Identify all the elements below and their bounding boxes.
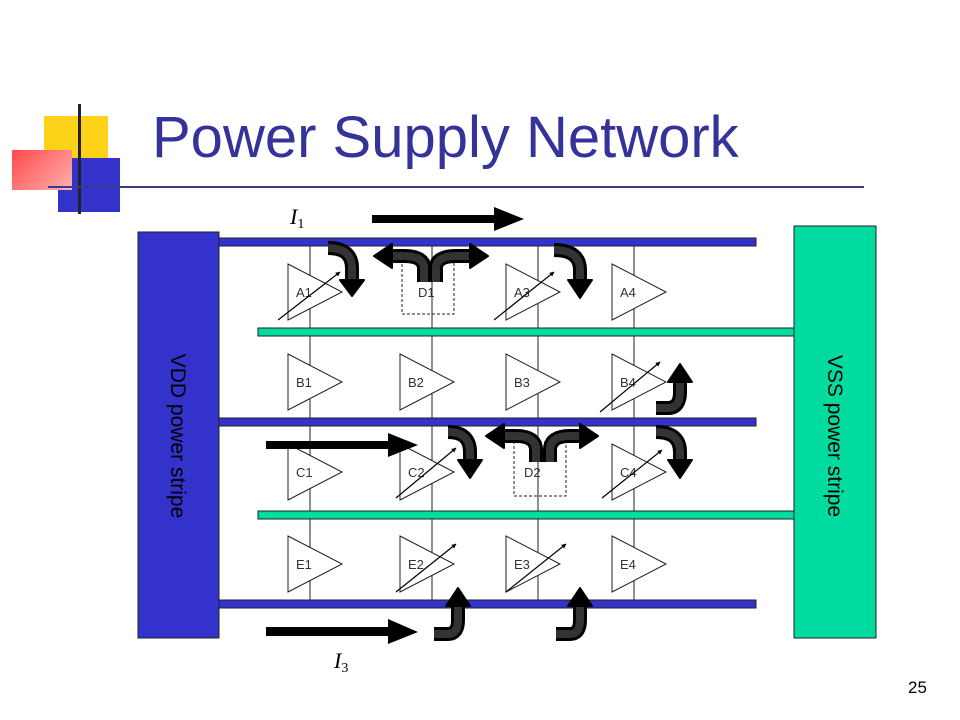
decor-red-square (12, 150, 72, 190)
gate-c2-label: C2 (408, 465, 425, 480)
vss-rail-upper (257, 327, 797, 337)
gate-b3-label: B3 (514, 375, 530, 390)
switch-arrow-c4 (601, 449, 663, 499)
curve-arrow-e3-up (556, 587, 593, 641)
gate-e3-triangle (505, 535, 562, 593)
switch-arrow-a3 (493, 271, 555, 321)
curve-arrow-e2-up (434, 587, 471, 641)
gate-b4-label: B4 (620, 375, 636, 390)
straight-current-arrows (266, 207, 524, 644)
current-label-i3: I3 (333, 648, 348, 676)
vss-power-stripe (793, 225, 877, 639)
gate-c4-triangle (611, 443, 668, 501)
curve-arrow-d2-right (543, 423, 599, 462)
curve-arrow-b4-up (656, 363, 693, 415)
gate-e1-label: E1 (296, 557, 312, 572)
gate-b3-triangle (505, 353, 562, 411)
gate-b4-triangle (611, 353, 668, 411)
switch-arrow-b4 (599, 361, 661, 413)
gate-d1-label: D1 (418, 285, 435, 300)
gate-b2-triangle (399, 353, 456, 411)
gate-e2-label: E2 (408, 557, 424, 572)
curve-arrow-c2-down (447, 425, 483, 479)
arrow-i1 (372, 207, 524, 231)
gate-e4-triangle (611, 535, 668, 593)
gate-a3-label: A3 (514, 285, 530, 300)
gate-a3-triangle (505, 263, 562, 321)
gate-switching-arrows (277, 271, 663, 593)
gate-e1-triangle (287, 535, 344, 593)
gate-a1-label: A1 (296, 285, 312, 300)
current-label-i1: I1 (289, 204, 304, 232)
page-number: 25 (908, 678, 927, 697)
slide-title: Power Supply Network (152, 105, 739, 170)
switch-arrow-e3 (505, 543, 567, 593)
vdd-rail-top (217, 237, 757, 247)
gate-a4-triangle (611, 263, 668, 321)
vdd-stripe-label: VDD power stripe (166, 354, 189, 519)
vss-stripe-label: VSS power stripe (823, 355, 846, 517)
vdd-power-stripe (137, 231, 220, 639)
vdd-rail-bottom (217, 599, 757, 609)
gate-e4-label: E4 (620, 557, 636, 572)
gate-a4-label: A4 (620, 285, 636, 300)
arrow-i3 (266, 619, 418, 644)
gate-c1-triangle (287, 443, 344, 501)
curve-arrow-a1-down (327, 241, 365, 297)
gate-c1-label: C1 (296, 465, 313, 480)
curve-arrow-a3-down (553, 243, 593, 299)
arrow-i2 (266, 433, 418, 457)
gate-b1-triangle (287, 353, 344, 411)
curve-arrow-d1-left (373, 243, 431, 282)
decor-vertical-line (78, 104, 81, 214)
gate-b1-label: B1 (296, 375, 312, 390)
curve-arrow-d1-right (429, 243, 489, 282)
curve-arrow-d2-left (485, 423, 543, 462)
curved-current-arrows (327, 241, 693, 641)
switch-arrow-e2 (395, 543, 457, 593)
curve-arrow-c4-down (655, 425, 693, 479)
switch-arrow-a1 (277, 271, 341, 321)
title-underline (48, 186, 864, 188)
gate-c4-label: C4 (620, 465, 637, 480)
vdd-rail-middle (217, 417, 757, 427)
gate-d2-label: D2 (524, 465, 541, 480)
gate-b2-label: B2 (408, 375, 424, 390)
gate-e3-label: E3 (514, 557, 530, 572)
switch-arrow-c2 (395, 447, 457, 499)
vss-rail-lower (257, 510, 797, 520)
